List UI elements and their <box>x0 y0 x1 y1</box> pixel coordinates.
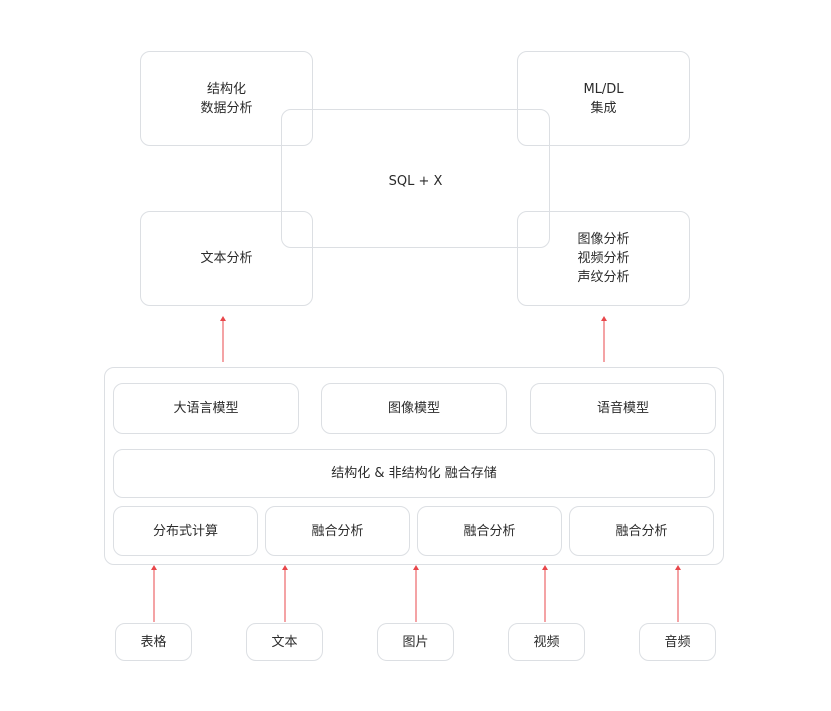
media-analysis-label: 图像分析 视频分析 声纹分析 <box>577 232 630 285</box>
compute-fusion-box-2: 融合分析 <box>417 506 562 556</box>
input-audio-label: 音频 <box>664 634 691 650</box>
structured-data-analysis-box: 结构化 数据分析 <box>140 51 313 146</box>
input-table-label: 表格 <box>140 634 167 650</box>
model-llm-box: 大语言模型 <box>113 383 299 434</box>
model-image-label: 图像模型 <box>387 401 440 416</box>
ml-dl-integration-box: ML/DL 集成 <box>517 51 690 146</box>
input-text-label: 文本 <box>271 634 298 650</box>
compute-fusion-label-3: 融合分析 <box>615 523 668 539</box>
model-llm-label: 大语言模型 <box>173 401 239 416</box>
model-image-box: 图像模型 <box>321 383 507 434</box>
compute-fusion-label-1: 融合分析 <box>311 523 364 539</box>
input-image-box: 图片 <box>377 623 454 661</box>
sql-x-label: SQL + X <box>388 174 443 189</box>
ml-dl-integration-label: ML/DL 集成 <box>583 81 624 116</box>
input-text-box: 文本 <box>246 623 323 661</box>
structured-data-analysis-label: 结构化 数据分析 <box>200 81 253 116</box>
arrowhead-image <box>413 565 419 570</box>
arrowhead-audio <box>675 565 681 570</box>
text-analysis-label: 文本分析 <box>200 251 253 266</box>
input-table-box: 表格 <box>115 623 192 661</box>
model-speech-box: 语音模型 <box>530 383 716 434</box>
input-video-box: 视频 <box>508 623 585 661</box>
input-video-label: 视频 <box>533 634 560 650</box>
compute-distributed-label: 分布式计算 <box>152 523 218 539</box>
arrowhead-text <box>282 565 288 570</box>
compute-distributed-box: 分布式计算 <box>113 506 258 556</box>
model-speech-label: 语音模型 <box>596 401 649 416</box>
arrowhead-media-analysis <box>601 316 607 321</box>
sql-x-frame <box>281 109 550 248</box>
compute-fusion-label-2: 融合分析 <box>463 523 516 539</box>
arrowhead-video <box>542 565 548 570</box>
media-analysis-box: 图像分析 视频分析 声纹分析 <box>517 211 690 306</box>
fusion-storage-box: 结构化 & 非结构化 融合存储 <box>113 449 715 498</box>
arrowhead-table <box>151 565 157 570</box>
text-analysis-box: 文本分析 <box>140 211 313 306</box>
compute-fusion-box-1: 融合分析 <box>265 506 410 556</box>
compute-fusion-box-3: 融合分析 <box>569 506 714 556</box>
input-audio-box: 音频 <box>639 623 716 661</box>
input-image-label: 图片 <box>402 634 429 650</box>
arrowhead-text-analysis <box>220 316 226 321</box>
fusion-storage-label: 结构化 & 非结构化 融合存储 <box>331 466 497 481</box>
